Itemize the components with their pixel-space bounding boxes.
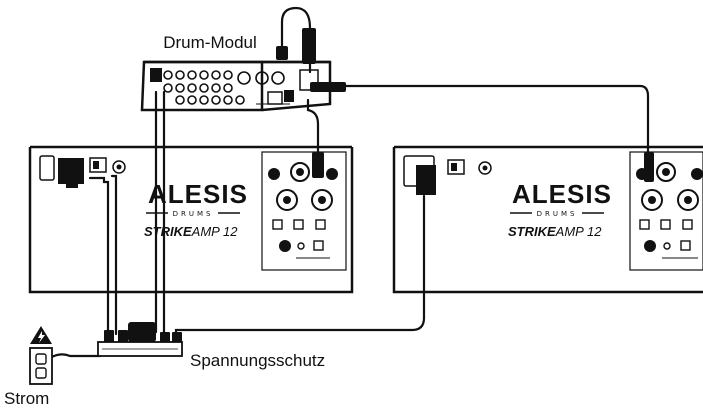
cable-headphone-loop — [280, 6, 312, 74]
power-label: Strom — [4, 389, 49, 408]
amp-left-model: STRIKEAMP 12 — [144, 224, 238, 239]
amp-left-sub: DRUMS — [173, 210, 214, 218]
cable-module-to-left-amp — [306, 98, 320, 160]
xlr-jack-icon — [290, 162, 310, 182]
amp-left-model-rest: AMP 12 — [191, 224, 239, 239]
cable-wall-to-protector — [48, 353, 102, 360]
amp-right-model-rest: AMP 12 — [555, 224, 603, 239]
warning-icon — [30, 326, 52, 344]
drum-module-jacks — [151, 70, 285, 105]
power-switch-icon — [447, 159, 492, 175]
cable-module-to-right-amp — [320, 84, 650, 160]
amp-right-model: STRIKEAMP 12 — [508, 224, 602, 239]
drum-module-label: Drum-Modul — [163, 33, 257, 52]
amp-left: ALESIS DRUMS STRIKEAMP 12 — [28, 145, 354, 294]
plug-headphone-1 — [302, 28, 316, 64]
surge-protector-label: Spannungsschutz — [190, 351, 325, 370]
amp-right-brand: ALESIS — [512, 179, 612, 209]
cable-right-amp-power — [174, 194, 426, 336]
amp-right-sub: DRUMS — [537, 210, 578, 218]
amp-right-model-bold: STRIKE — [508, 224, 556, 239]
power-adapter — [128, 322, 156, 342]
cable-plugs — [104, 28, 654, 344]
amp-right-panel — [629, 151, 703, 271]
cable-left-amp-power — [88, 176, 110, 336]
plug-right-amp-in — [644, 152, 654, 182]
plug-module-out-right — [310, 82, 346, 92]
drum-module — [140, 60, 332, 112]
cables — [48, 6, 650, 360]
amp-left-model-bold: STRIKE — [144, 224, 192, 239]
surge-protector — [97, 341, 183, 357]
amp-right: ALESIS DRUMS STRIKEAMP 12 — [392, 145, 703, 294]
power-switch-icon — [89, 157, 126, 174]
power-inlet-right — [403, 155, 436, 195]
power-inlet-left — [39, 155, 84, 188]
plug-left-amp-in — [312, 152, 324, 178]
wall-outlet-icon — [29, 347, 53, 385]
amp-right-logo: ALESIS DRUMS STRIKEAMP 12 — [508, 179, 612, 239]
amp-left-logo: ALESIS DRUMS STRIKEAMP 12 — [144, 179, 247, 239]
amp-left-panel — [261, 151, 347, 271]
knob-icon — [268, 168, 280, 180]
cable-left-amp-power-2 — [110, 174, 118, 336]
plug-headphone-2 — [276, 46, 288, 60]
